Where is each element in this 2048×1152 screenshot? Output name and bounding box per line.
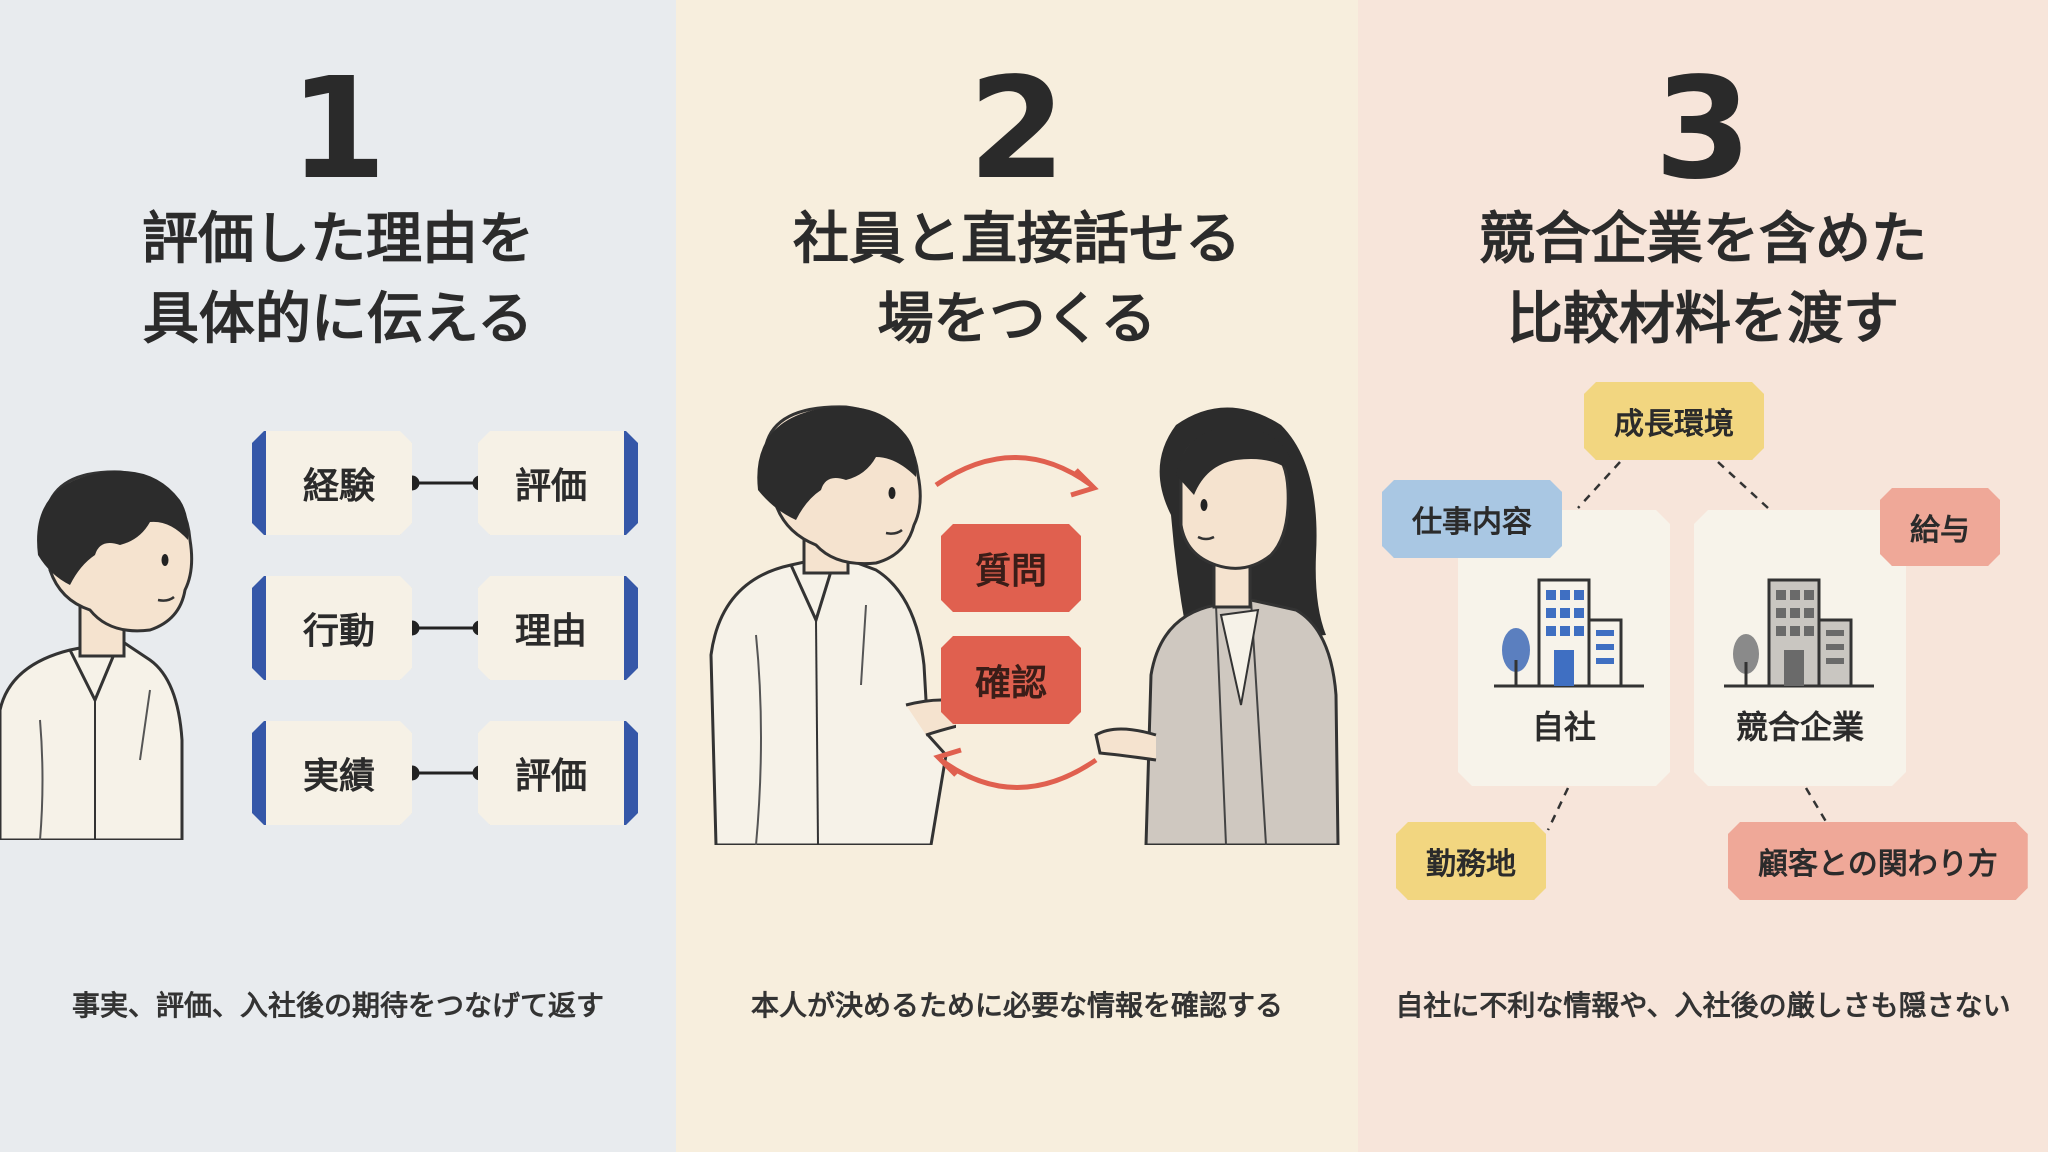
pair-1-right-chip: 評価 bbox=[478, 431, 638, 535]
tag-customer-relations: 顧客との関わり方 bbox=[1728, 822, 2028, 900]
section-number: 3 bbox=[1654, 48, 1752, 211]
section-number: 1 bbox=[289, 48, 387, 211]
gray-building-icon bbox=[1724, 570, 1874, 690]
pair-2-right-chip: 理由 bbox=[478, 576, 638, 680]
competitor-label: 競合企業 bbox=[1735, 708, 1864, 746]
title-line: 競合企業を含めた bbox=[1479, 207, 1927, 272]
title-line: 場をつくる bbox=[877, 287, 1157, 352]
exchange-arrows bbox=[933, 455, 1099, 790]
pair-2-left-chip: 行動 bbox=[252, 576, 412, 680]
question-card: 質問 bbox=[941, 524, 1081, 612]
title-line: 社員と直接話せる bbox=[793, 207, 1241, 272]
own-company-label: 自社 bbox=[1531, 708, 1596, 746]
section-2: 2 社員と直接話せる 場をつくる bbox=[676, 0, 1358, 1152]
section-title: 評価した理由を 具体的に伝える bbox=[0, 200, 676, 360]
section-number: 2 bbox=[968, 48, 1066, 211]
section-title: 競合企業を含めた 比較材料を渡す bbox=[1358, 200, 2048, 360]
confirm-card: 確認 bbox=[941, 636, 1081, 724]
tag-growth-environment: 成長環境 bbox=[1584, 382, 1764, 460]
section-title: 社員と直接話せる 場をつくる bbox=[676, 200, 1358, 360]
section-3: 3 競合企業を含めた 比較材料を渡す bbox=[1358, 0, 2048, 1152]
young-man-profile-illustration bbox=[0, 470, 194, 840]
title-line: 比較材料を渡す bbox=[1507, 287, 1899, 352]
woman-talking-illustration bbox=[1094, 407, 1340, 845]
pair-1-left-chip: 経験 bbox=[252, 431, 412, 535]
man-talking-illustration bbox=[709, 405, 956, 845]
section-1: 1 評価した理由を 具体的に伝える 経験 評価 行動 bbox=[0, 0, 676, 1152]
section-caption: 本人が決めるために必要な情報を確認する bbox=[750, 989, 1283, 1022]
competitor-card: 競合企業 bbox=[1694, 510, 1906, 786]
title-line: 具体的に伝える bbox=[142, 287, 534, 352]
title-line: 評価した理由を bbox=[142, 207, 534, 272]
section-caption: 自社に不利な情報や、入社後の厳しさも隠さない bbox=[1395, 989, 2011, 1022]
tag-salary: 給与 bbox=[1880, 488, 2000, 566]
pair-3-left-chip: 実績 bbox=[252, 721, 412, 825]
pair-3-right-chip: 評価 bbox=[478, 721, 638, 825]
tag-job-content: 仕事内容 bbox=[1382, 480, 1562, 558]
section-caption: 事実、評価、入社後の期待をつなげて返す bbox=[71, 989, 604, 1022]
blue-building-icon bbox=[1494, 570, 1644, 690]
tag-work-location: 勤務地 bbox=[1396, 822, 1546, 900]
comparison-connectors bbox=[1546, 461, 1830, 831]
